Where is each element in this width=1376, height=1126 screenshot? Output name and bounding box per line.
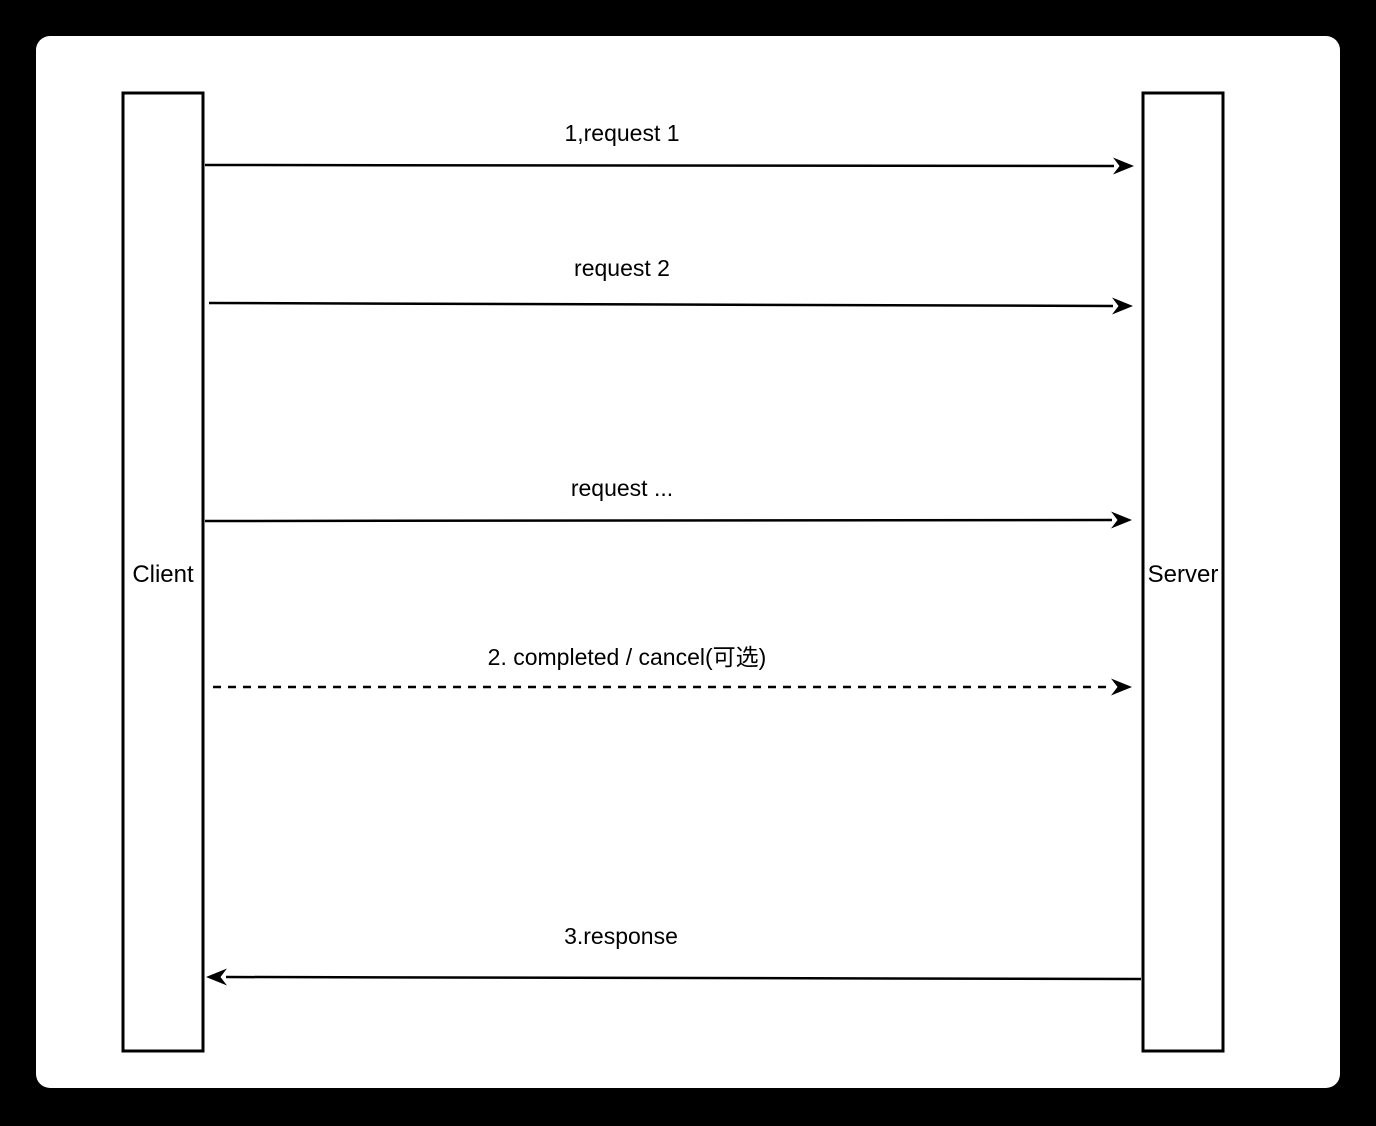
server-lifeline-box xyxy=(1141,91,1225,1053)
arrowhead-left-icon xyxy=(206,968,227,986)
client-label: Client xyxy=(132,561,194,588)
server-label: Server xyxy=(1148,561,1219,588)
message-label-request-more: request ... xyxy=(571,475,673,501)
diagram-canvas xyxy=(36,36,1340,1088)
arrowhead-right-icon xyxy=(1112,297,1133,315)
client-lifeline-box xyxy=(121,91,205,1053)
message-arrow-response xyxy=(225,975,1142,981)
arrowhead-right-icon xyxy=(1111,678,1132,696)
message-arrow-request-more xyxy=(204,518,1113,523)
message-arrow-request1 xyxy=(204,163,1115,168)
arrowhead-right-icon xyxy=(1111,511,1132,529)
message-label-response: 3.response xyxy=(564,923,678,949)
message-label-completed-cancel: 2. completed / cancel(可选) xyxy=(488,644,767,670)
arrowhead-right-icon xyxy=(1113,157,1134,175)
message-label-request1: 1,request 1 xyxy=(564,120,679,146)
message-label-request2: request 2 xyxy=(574,255,670,281)
message-arrow-request2 xyxy=(208,301,1114,308)
